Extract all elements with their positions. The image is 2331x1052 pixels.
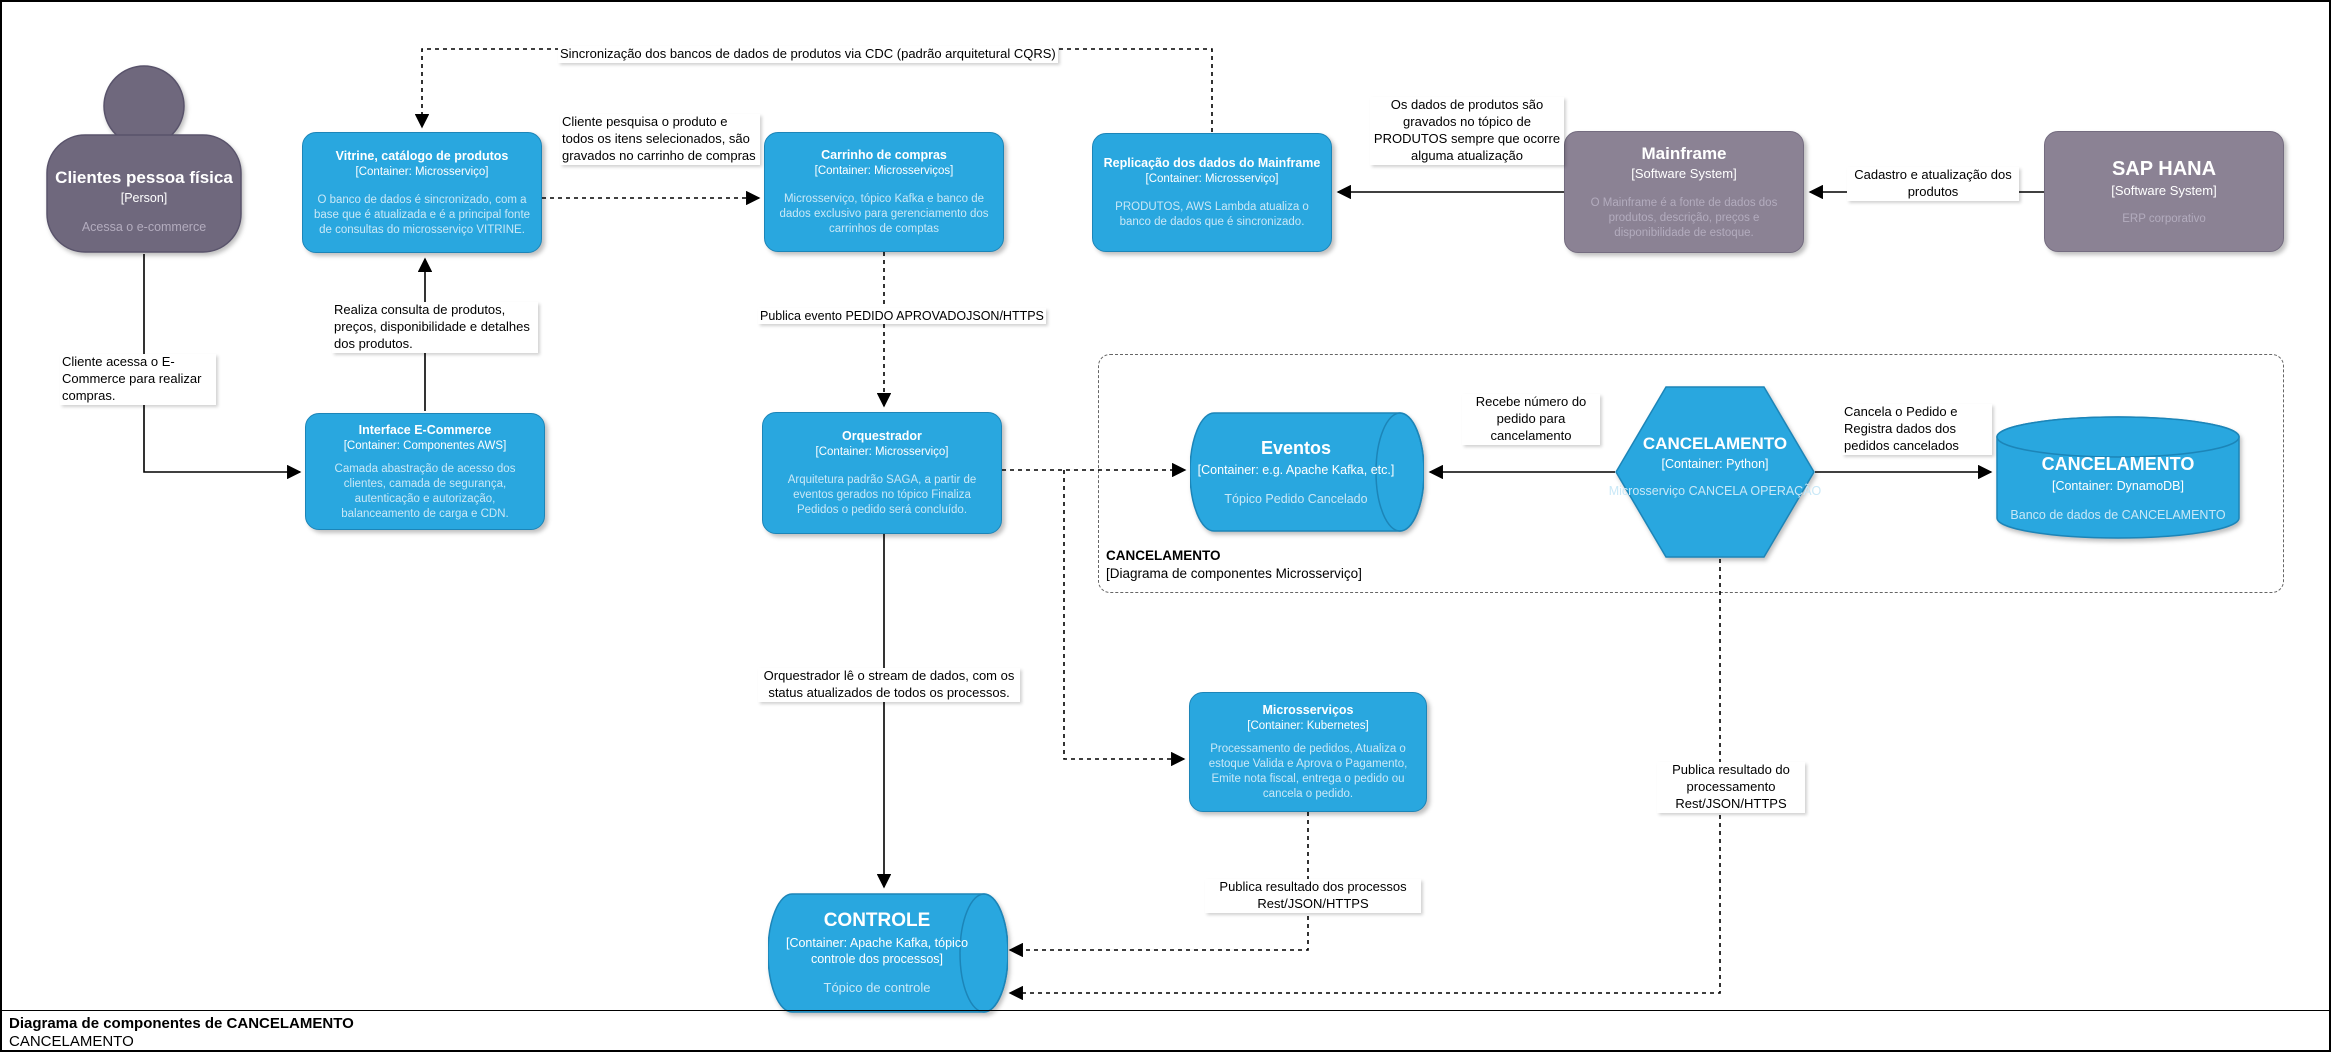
node-interface-ecommerce[interactable]: Interface E-Commerce [Container: Compone… bbox=[305, 413, 545, 530]
node-title: CONTROLE bbox=[823, 909, 931, 931]
edge-microsservicos-controle bbox=[1008, 812, 1309, 958]
node-type: [Container: DynamoDB] bbox=[2051, 478, 2184, 493]
node-person-clientes[interactable]: Clientes pessoa física [Person] Acessa o… bbox=[46, 65, 242, 254]
diagram-subtitle: CANCELAMENTO bbox=[9, 1033, 134, 1050]
node-title: Replicação dos dados do Mainframe bbox=[1103, 155, 1321, 170]
database-cylinder-shape bbox=[1996, 416, 2240, 539]
node-desc: Tópico de controle bbox=[823, 980, 931, 996]
node-desc: O banco de dados é sincronizado, com a b… bbox=[313, 193, 531, 236]
node-type: [Container: Componentes AWS] bbox=[343, 439, 507, 452]
edge-label-cancela-pedido: Cancela o Pedido e Registra dados dos pe… bbox=[1842, 404, 1992, 455]
pipe-shape bbox=[1190, 412, 1424, 532]
edge-label-publica-processos: Publica resultado dos processos Rest/JSO… bbox=[1205, 879, 1421, 913]
node-mainframe[interactable]: Mainframe [Software System] O Mainframe … bbox=[1564, 131, 1804, 253]
boundary-type: [Diagrama de componentes Microsserviço] bbox=[1106, 565, 1362, 581]
node-type: [Container: e.g. Apache Kafka, etc.] bbox=[1197, 462, 1395, 477]
edge-label-cadastro: Cadastro e atualização dos produtos bbox=[1847, 167, 2019, 201]
node-desc: Microsserviço CANCELA OPERAÇÃO bbox=[1608, 483, 1822, 498]
node-title: Orquestrador bbox=[842, 429, 922, 443]
node-desc: ERP corporativo bbox=[2122, 213, 2206, 226]
node-type: [Software System] bbox=[2111, 182, 2217, 198]
node-title: Vitrine, catálogo de produtos bbox=[335, 148, 509, 163]
edge-orquestrador-microsservicos bbox=[1063, 470, 1186, 767]
node-eventos-pipe[interactable]: Eventos [Container: e.g. Apache Kafka, e… bbox=[1190, 412, 1424, 532]
node-type: [Container: Microsserviço] bbox=[1145, 173, 1279, 186]
node-desc: Camada abastração de acesso dos clientes… bbox=[334, 462, 516, 520]
pipe-shape bbox=[768, 893, 1008, 1013]
hexagon-shape bbox=[1615, 386, 1815, 558]
node-replicacao[interactable]: Replicação dos dados do Mainframe [Conta… bbox=[1092, 133, 1332, 252]
edge-label-publica-processamento: Publica resultado do processamento Rest/… bbox=[1657, 762, 1805, 813]
node-title: Clientes pessoa física bbox=[55, 167, 233, 187]
node-desc: PRODUTOS, AWS Lambda atualiza o banco de… bbox=[1115, 201, 1309, 229]
edge-label-sync-cdc: Sincronização dos bancos de dados de pro… bbox=[558, 46, 1058, 63]
node-type: [Container: Python] bbox=[1661, 457, 1769, 472]
edge-label-orquestrador-le: Orquestrador lê o stream de dados, com o… bbox=[758, 668, 1020, 702]
node-title: CANCELAMENTO bbox=[2041, 454, 2195, 474]
boundary-cancelamento bbox=[1098, 354, 2284, 593]
edge-label-recebe-numero: Recebe número do pedido para cancelament… bbox=[1462, 394, 1600, 445]
node-desc: Tópico Pedido Cancelado bbox=[1224, 491, 1368, 506]
node-cancelamento-hexagon[interactable]: CANCELAMENTO [Container: Python] Micross… bbox=[1609, 385, 1821, 559]
footer-divider bbox=[2, 1010, 2329, 1011]
boundary-title: CANCELAMENTO bbox=[1106, 548, 1221, 563]
node-type: [Container: Microsserviços] bbox=[814, 165, 954, 178]
node-orquestrador[interactable]: Orquestrador [Container: Microsserviço] … bbox=[762, 412, 1002, 534]
node-microsservicos[interactable]: Microsserviços [Container: Kubernetes] P… bbox=[1189, 692, 1427, 812]
person-icon bbox=[46, 65, 242, 253]
node-controle-pipe[interactable]: CONTROLE [Container: Apache Kafka, tópic… bbox=[768, 893, 1008, 1013]
node-desc: Microsserviço, tópico Kafka e banco de d… bbox=[779, 193, 989, 236]
node-type: [Software System] bbox=[1631, 166, 1737, 182]
boundary-label: CANCELAMENTO [Diagrama de componentes Mi… bbox=[1106, 547, 1446, 582]
node-type: [Container: Kubernetes] bbox=[1247, 720, 1369, 733]
node-sap-hana[interactable]: SAP HANA [Software System] ERP corporati… bbox=[2044, 131, 2284, 252]
node-desc: O Mainframe é a fonte de dados dos produ… bbox=[1590, 197, 1778, 239]
node-title: CANCELAMENTO bbox=[1642, 434, 1788, 454]
edge-person-interface bbox=[143, 254, 302, 480]
edge-label-realiza-consulta: Realiza consulta de produtos, preços, di… bbox=[332, 302, 538, 353]
node-desc: Processamento de pedidos, Atualiza o est… bbox=[1208, 743, 1408, 801]
node-desc: Banco de dados de CANCELAMENTO bbox=[2010, 507, 2226, 522]
edge-label-pesquisa: Cliente pesquisa o produto e todos os it… bbox=[560, 114, 760, 165]
edge-label-publica-pedido: Publica evento PEDIDO APROVADOJSON/HTTPS bbox=[758, 308, 1046, 325]
edge-replicacao-vitrine-cqrs bbox=[414, 48, 1213, 132]
node-title: Mainframe bbox=[1641, 144, 1727, 164]
node-desc: Acessa o e-commerce bbox=[81, 220, 207, 235]
node-title: Interface E-Commerce bbox=[358, 422, 492, 437]
node-cancelamento-db[interactable]: CANCELAMENTO [Container: DynamoDB] Banco… bbox=[1996, 416, 2240, 539]
node-type: [Person] bbox=[120, 190, 168, 205]
edge-hex-controle bbox=[1008, 559, 1721, 1001]
diagram-footer: Diagrama de componentes de CANCELAMENTO … bbox=[9, 1015, 354, 1050]
node-carrinho[interactable]: Carrinho de compras [Container: Microsse… bbox=[764, 132, 1004, 252]
node-type: [Container: Microsserviço] bbox=[815, 446, 949, 459]
node-title: Eventos bbox=[1260, 438, 1332, 458]
node-title: Carrinho de compras bbox=[821, 148, 947, 162]
node-desc: Arquitetura padrão SAGA, a partir de eve… bbox=[787, 474, 977, 517]
node-type: [Container: Apache Kafka, tópico control… bbox=[785, 935, 969, 966]
node-type: [Container: Microsserviço] bbox=[355, 165, 489, 178]
diagram-title: Diagrama de componentes de CANCELAMENTO bbox=[9, 1015, 354, 1032]
node-title: SAP HANA bbox=[2111, 157, 2217, 180]
edge-label-dados-produtos: Os dados de produtos são gravados no tóp… bbox=[1370, 97, 1564, 165]
node-title: Microsserviços bbox=[1262, 703, 1354, 718]
edge-label-cliente-acessa: Cliente acessa o E-Commerce para realiza… bbox=[60, 354, 216, 405]
node-vitrine[interactable]: Vitrine, catálogo de produtos [Container… bbox=[302, 132, 542, 253]
